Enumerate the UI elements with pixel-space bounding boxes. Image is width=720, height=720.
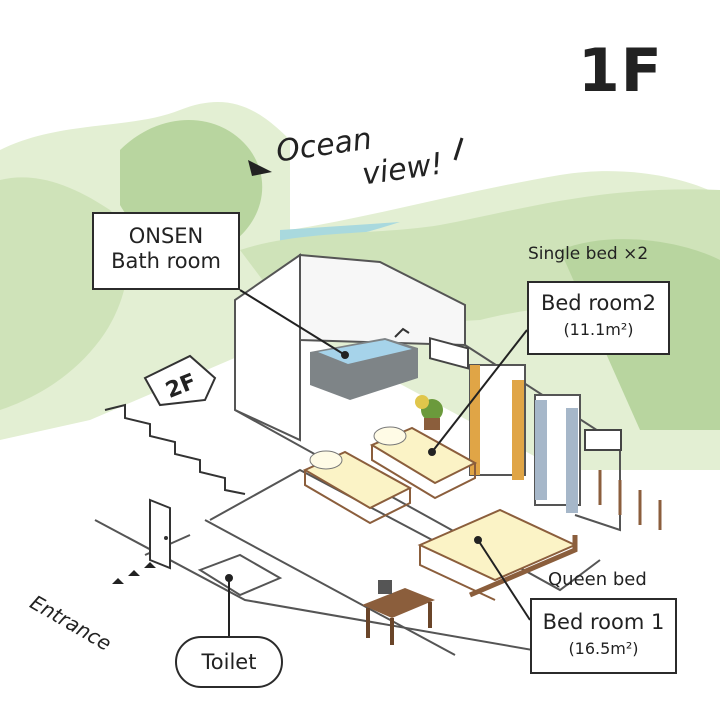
bedroom2-label: Bed room2 (11.1m²): [527, 281, 670, 355]
onsen-bath-label: ONSEN Bath room: [92, 212, 240, 290]
toilet-room: [197, 553, 283, 597]
toilet-label: Toilet: [175, 636, 283, 688]
onsen-bathtub: [310, 327, 418, 400]
desk: [362, 580, 435, 645]
ocean-view-mark-left: [248, 160, 272, 176]
single-bed-caption: Single bed ×2: [528, 244, 649, 264]
stairs: [104, 354, 246, 495]
bedroom2-area: (11.1m²): [563, 320, 634, 340]
potted-plant: [415, 395, 443, 430]
floor-label: 1F: [578, 36, 663, 106]
single-bed-a: [302, 450, 413, 525]
ocean-view-mark-right: [453, 137, 464, 161]
single-bed-b: [369, 426, 478, 500]
onsen-title: ONSEN: [128, 224, 204, 248]
bedroom2-name: Bed room2: [540, 291, 657, 315]
bedroom1-name: Bed room 1: [542, 610, 665, 634]
window-with-curtains: [469, 364, 581, 513]
leader-lines: [225, 289, 531, 636]
entrance-door: [112, 498, 171, 584]
air-conditioner-2: [584, 429, 622, 451]
onsen-subtitle: Bath room: [111, 249, 221, 274]
stairs-arrow: [143, 354, 217, 407]
bedroom1-label: Bed room 1 (16.5m²): [530, 598, 677, 674]
entrance-arrows: [112, 562, 156, 584]
air-conditioner-1: [429, 336, 469, 370]
queen-bed-caption: Queen bed: [548, 569, 647, 590]
bedroom1-area: (16.5m²): [568, 639, 639, 659]
